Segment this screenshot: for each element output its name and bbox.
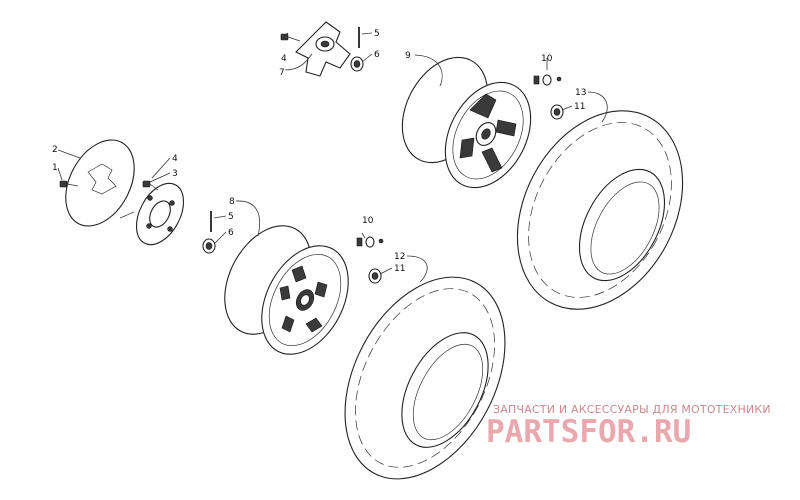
callout-11-upper: 11 [574,102,585,112]
callout-6-upper: 6 [374,50,380,60]
stud-bolt-4-left [142,180,159,191]
valve-stem-left [356,236,384,248]
watermark-brand: PARTSFOR.RU [486,414,692,450]
tire-left [344,276,506,480]
bolt-1 [59,180,79,188]
leader-lines [57,32,608,283]
callout-4-left: 4 [172,154,178,164]
wheel-hub-left [119,182,185,246]
castle-nut-left [202,238,216,254]
callout-2: 2 [52,145,58,155]
wheel-rim-upper [401,56,532,189]
tire-upper [516,110,684,310]
stud-bolt-4-upper [280,33,301,42]
callout-3: 3 [172,169,178,179]
callout-4-upper: 4 [281,54,287,64]
callout-1: 1 [52,163,58,173]
castle-nut-upper [350,56,364,72]
callout-8: 8 [229,197,235,207]
callout-7: 7 [279,68,285,78]
callout-11-left: 11 [394,264,405,274]
callout-10-left: 10 [362,216,374,226]
callout-5-upper: 5 [374,29,380,39]
callout-5-left: 5 [228,212,234,222]
valve-stem-upper [533,74,562,86]
brake-disc [65,139,135,227]
callout-6-left: 6 [228,228,234,238]
callout-12: 12 [394,252,405,262]
callout-13: 13 [575,88,586,98]
lug-nut-upper [550,104,564,120]
lug-nut-left [368,268,382,284]
watermark-subtitle: ЗАПЧАСТИ И АКСЕССУАРЫ ДЛЯ МОТОТЕХНИКИ [493,403,771,416]
callout-10-upper: 10 [541,54,553,64]
wheel-rim-left [224,225,349,355]
wheel-hub-upper [295,21,351,77]
callout-9: 9 [405,51,411,61]
callout-numbers: 1 2 3 4 4 5 5 6 6 7 8 9 10 10 11 11 12 1… [52,29,586,274]
